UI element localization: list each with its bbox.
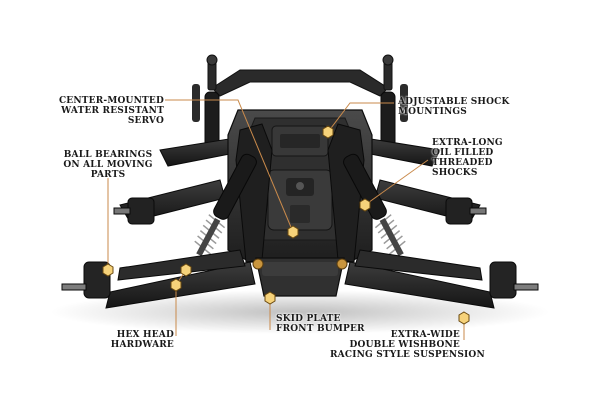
- callout-shocks-line-3: THREADED: [432, 158, 493, 168]
- callout-suspension: EXTRA-WIDE DOUBLE WISHBONE RACING STYLE …: [330, 330, 485, 360]
- callout-shocks: EXTRA-LONG OIL FILLED THREADED SHOCKS: [432, 138, 503, 178]
- ground-shadow: [50, 290, 550, 334]
- callout-servo: CENTER-MOUNTED WATER RESISTANT SERVO: [52, 96, 164, 126]
- callout-shocks-line-2: OIL FILLED: [432, 148, 494, 158]
- callout-suspension-line-3: RACING STYLE SUSPENSION: [330, 350, 485, 360]
- callout-ball-bearings-line-1: BALL BEARINGS: [63, 150, 153, 160]
- callout-shocks-line-4: SHOCKS: [432, 168, 478, 178]
- rear-shock-tower: [206, 54, 394, 97]
- callout-skid-plate-line-2: FRONT BUMPER: [276, 324, 365, 334]
- callout-shock-mounts-line-2: MOUNTINGS: [398, 107, 467, 117]
- callout-ball-bearings-line-2: ON ALL MOVING: [63, 160, 153, 170]
- leader-lines: [107, 99, 465, 340]
- callout-servo-line-2: WATER RESISTANT: [61, 106, 164, 116]
- callout-skid-plate: SKID PLATE FRONT BUMPER: [276, 314, 365, 334]
- callout-servo-line-3: SERVO: [127, 116, 164, 126]
- skid-plate-bumper: [252, 257, 348, 297]
- front-shocks: [194, 153, 406, 257]
- callout-skid-plate-line-1: SKID PLATE: [276, 314, 341, 324]
- callout-servo-line-1: CENTER-MOUNTED: [58, 96, 164, 106]
- callout-hex-head: HEX HEAD HARDWARE: [100, 330, 174, 350]
- hex-markers: [102, 125, 470, 325]
- callout-shock-mounts: ADJUSTABLE SHOCK MOUNTINGS: [398, 97, 510, 117]
- callout-hex-head-line-2: HARDWARE: [110, 340, 174, 350]
- callout-suspension-line-2: DOUBLE WISHBONE: [349, 340, 460, 350]
- callout-ball-bearings-line-3: PARTS: [90, 170, 126, 180]
- callout-shock-mounts-line-1: ADJUSTABLE SHOCK: [398, 97, 510, 107]
- callout-ball-bearings: BALL BEARINGS ON ALL MOVING PARTS: [56, 150, 160, 180]
- callout-hex-head-line-1: HEX HEAD: [116, 330, 174, 340]
- rear-hubs: [113, 197, 487, 225]
- callout-shocks-line-1: EXTRA-LONG: [432, 138, 503, 148]
- callout-suspension-line-1: EXTRA-WIDE: [390, 330, 460, 340]
